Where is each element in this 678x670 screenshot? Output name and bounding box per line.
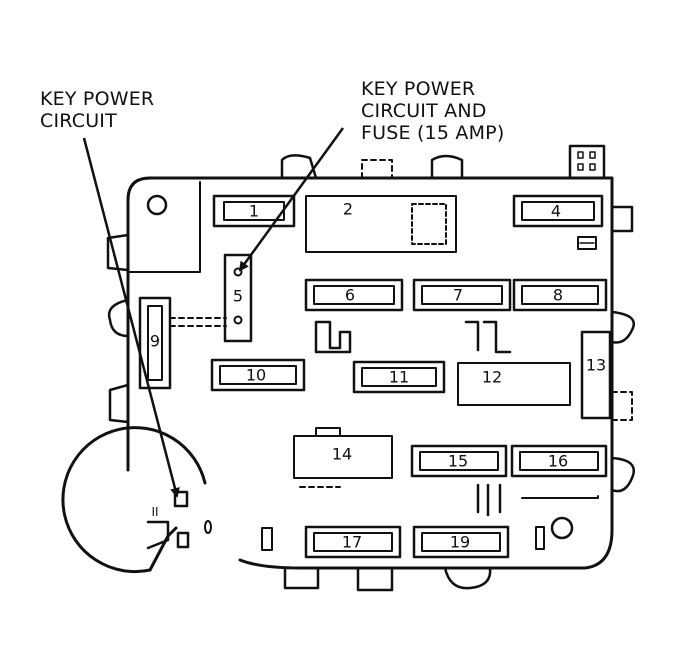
fuse-label-2: 2 xyxy=(343,200,353,219)
ignition-terminal-top xyxy=(173,490,189,508)
panel-mount-hole-top xyxy=(146,194,168,216)
right-connector-wave-2 xyxy=(610,456,635,493)
leader-line-key-power-circuit xyxy=(82,137,180,498)
bottom-connector-3 xyxy=(443,566,492,590)
fuse-holder-7 xyxy=(412,278,512,312)
fuse-label-11: 11 xyxy=(389,368,409,387)
fuse-holder-9 xyxy=(138,296,172,390)
fuse-label-17: 17 xyxy=(342,533,362,552)
fuse-holder-16 xyxy=(510,444,608,478)
fuse-holder-8 xyxy=(512,278,608,312)
callout-right-line-2: CIRCUIT AND xyxy=(361,100,487,122)
panel-left-block xyxy=(127,181,201,273)
small-relay-2 xyxy=(464,320,512,354)
fuse-label-7: 7 xyxy=(453,286,463,305)
callout-left-line-2: CIRCUIT xyxy=(40,110,117,132)
top-connector-left xyxy=(280,154,318,180)
ignition-switch-body xyxy=(61,426,207,574)
leader-line-key-power-fuse xyxy=(238,127,345,272)
top-connector-dashed xyxy=(361,159,393,179)
top-right-connector xyxy=(568,144,606,180)
fuse-holder-1 xyxy=(212,194,296,228)
fuse-label-19: 19 xyxy=(450,533,470,552)
callout-left-line-1: KEY POWER xyxy=(40,88,155,110)
panel-outline xyxy=(126,176,614,570)
right-connector-dashed xyxy=(611,391,633,421)
ignition-terminal-right xyxy=(176,531,190,549)
ignition-switch-label: II xyxy=(151,505,158,519)
fuse-holder-4 xyxy=(512,194,604,228)
fuse-holder-6 xyxy=(304,278,404,312)
callout-right-line-3: FUSE (15 AMP) xyxy=(361,122,505,144)
fuse-label-15: 15 xyxy=(448,452,468,471)
fuse-label-13: 13 xyxy=(586,356,606,375)
top-connector-middle xyxy=(430,154,464,180)
fuse-holder-10 xyxy=(210,358,306,392)
panel-mount-hole-bottom xyxy=(550,516,574,540)
fuse-label-4: 4 xyxy=(551,202,561,221)
relay-block-14 xyxy=(293,435,393,479)
fuse-label-1: 1 xyxy=(249,202,259,221)
small-relay-3 xyxy=(476,483,502,517)
fuse-label-5: 5 xyxy=(233,287,243,306)
fuse-holder-19 xyxy=(412,525,510,559)
small-relay-1 xyxy=(314,320,352,354)
fuse-label-8: 8 xyxy=(553,286,563,305)
fuse-label-6: 6 xyxy=(345,286,355,305)
fuse-label-12: 12 xyxy=(482,368,502,387)
bottom-connector-2 xyxy=(356,566,394,592)
right-connector-wave-1 xyxy=(610,310,635,344)
fuse-holder-11 xyxy=(352,360,446,394)
fuse-label-16: 16 xyxy=(548,452,568,471)
relay-block-12 xyxy=(457,362,571,406)
right-connector-top xyxy=(610,205,634,233)
relay-block-13 xyxy=(580,330,612,420)
ignition-terminal-oval xyxy=(204,520,212,534)
key-power-circuit-callout: KEY POWER CIRCUIT xyxy=(40,88,154,132)
fuse-holder-5 xyxy=(223,253,253,343)
fuse-label-10: 10 xyxy=(246,366,266,385)
fuse-holder-17 xyxy=(304,525,402,559)
relay-block-2 xyxy=(305,195,457,253)
fuse-label-9: 9 xyxy=(150,332,160,351)
key-power-circuit-and-fuse-callout: KEY POWER CIRCUIT AND FUSE (15 AMP) xyxy=(361,78,504,144)
bottom-connector-1 xyxy=(283,566,320,590)
fuse-holder-15 xyxy=(410,444,508,478)
left-connector-3 xyxy=(108,383,130,424)
ignition-switch-notch xyxy=(148,526,178,572)
callout-right-line-1: KEY POWER xyxy=(361,78,476,100)
fuse-label-14: 14 xyxy=(332,445,352,464)
left-connector-2 xyxy=(107,298,130,338)
